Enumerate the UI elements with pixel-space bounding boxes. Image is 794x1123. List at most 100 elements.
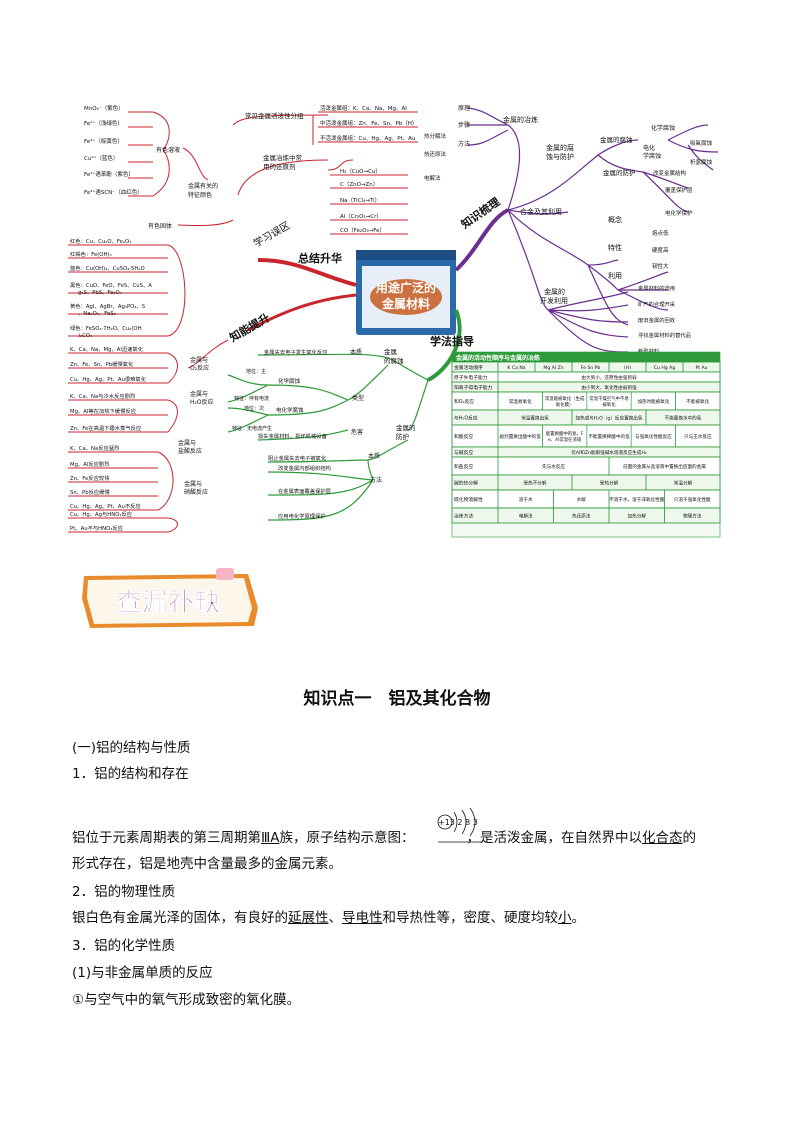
block-src: 阻止金属失去电子被氧化: [268, 454, 327, 462]
electro-hydrogen: 析氢腐蚀: [690, 158, 713, 166]
activity-item: 不活泼金属组：Cu、Hg、Ag、Pt、Au: [320, 134, 415, 142]
table-head-text: 与H₂O反应: [454, 415, 478, 422]
branch-knowledge-line: [454, 208, 510, 272]
method-small-item: 热分解法: [424, 132, 447, 140]
essence-label: 本质: [350, 348, 362, 356]
reduce-item: CO（Fe₂O₃→Fe）: [340, 227, 385, 234]
develop-item: 废旧金属的回收: [638, 316, 676, 324]
table-cell-text: 物理方法: [683, 513, 702, 520]
react-label-2: 硝酸反应: [184, 488, 208, 496]
atom-label: +13 2 8 3: [438, 818, 478, 827]
note-item: 地位：主: [246, 368, 266, 375]
react-label-1: 金属与: [190, 390, 208, 398]
way-label: 方法: [370, 476, 382, 484]
note-item: 特征：伴有电流: [234, 395, 269, 402]
table-cell-text: Pt Au: [695, 365, 707, 371]
table-cell-text: 不能被氧化: [686, 398, 709, 405]
protect-item: 电化学保护: [665, 209, 693, 217]
table-cell-text: 常温易氧化: [509, 398, 532, 405]
table-head-text: 金属活动顺序: [454, 364, 483, 371]
para-2: 银白色有金属光泽的固体，有良好的延展性、导电性和导热性等，密度、硬度均较小。: [72, 906, 585, 926]
corrode-electro-1: 电化: [643, 144, 655, 152]
p1-text-d: ，是活泼金属，在自然界中以: [466, 830, 643, 846]
table-cell-text: 仅Al和Zn能跟强碱水溶液反应生成H₂: [571, 449, 647, 456]
use-label: 利用: [608, 271, 622, 280]
p2-sep: 、: [328, 910, 343, 926]
table-cell-text: 加热分解: [628, 513, 647, 520]
left-color-item: MnO₄⁻（紫色）: [84, 104, 124, 112]
table-head-text: 碱的热分解: [454, 480, 478, 487]
table-cell-text: 常温能被氧化（生成: [545, 395, 585, 402]
feature-item: 硬度高: [652, 246, 669, 254]
table-cell-text: Fe Sn Pb: [581, 365, 601, 371]
table-cell-text: 常温分解: [674, 480, 693, 487]
left-colors-title: 有色溶液: [156, 146, 180, 154]
smelt-steps: 步骤: [458, 121, 470, 129]
react-item: Sn、Pb反应缓慢: [70, 488, 110, 496]
table-cell-text-cont: e、Al常温在浓硝: [548, 436, 582, 443]
react-label-2: 盐酸反应: [178, 447, 202, 455]
table-row: [451, 424, 721, 448]
corrosion-center-1: 金属: [384, 347, 397, 356]
reduce-list: H₂（CuO→Cu）C（ZnO→Zn）Na（TiCl₄→Ti）Al（Cr₂O₃→…: [340, 168, 385, 234]
banner-text: 查漏补缺: [116, 588, 221, 618]
table-head-text: 阳离子得电子能力: [454, 384, 493, 391]
activity-title: 常见金属活泼性分组: [245, 111, 304, 120]
protect-item: 改变金属结构: [653, 169, 687, 177]
method-small-item: 热还原法: [424, 150, 447, 158]
way-item: 在金属表面覆盖保护层: [278, 487, 331, 495]
react-item: K、Ca、Na、Mg、Al迅速氧化: [70, 345, 144, 353]
para-1-cont: 形式存在，铝是地壳中含量最多的金属元素。: [72, 856, 342, 872]
method-small-item: 电解法: [424, 174, 441, 182]
banner-clip: [216, 568, 234, 580]
table-cell-text: 溶于水: [519, 496, 533, 503]
center-title-line2: 金属材料: [381, 296, 430, 311]
feature-item: 韧性大: [652, 262, 669, 270]
table-cell-text: 由小到大，氧化性由弱到强: [581, 384, 637, 391]
table-cell-text: 水解: [577, 496, 587, 503]
metal-colors-label-2: 特征颜色: [188, 191, 212, 199]
corrosion-label-2: 蚀与防护: [546, 152, 574, 161]
table-cell-text: 与强氧化性酸反应: [635, 433, 672, 440]
table-cell-text: 只溶于强氧化性酸: [674, 496, 711, 503]
reduce-title-1: 金属冶炼中常: [263, 153, 302, 162]
para-1: 铝位于元素周期表的第三周期第ⅢA族，原子结构示意图：，是活泼金属，在自然界中以化…: [72, 826, 696, 846]
react-item: Cu、Hg、Ag、Pt、Au很难氧化: [70, 375, 147, 383]
table-cell-text: 常温干燥空气中不易: [589, 395, 629, 402]
feature-item: 熔点低: [652, 229, 669, 237]
atom-svg: +13 2 8 3: [437, 807, 482, 843]
branch-ability-line: [247, 293, 357, 332]
protect-item: 覆盖保护层: [665, 186, 693, 194]
chem-corrosion: 化学腐蚀: [278, 377, 301, 385]
table-cell-text-cont: 被氧化: [602, 401, 616, 408]
table-cell-text: 加热时能被氧化: [637, 398, 670, 405]
table-cell-text: 常温置换出氢: [521, 415, 549, 422]
solid-item: 蓝色：Cu(OH)₂、CuSO₄·5H₂O: [70, 264, 145, 272]
solid-item-cont: g₂S、PbS、Fe₃O₄: [78, 290, 122, 296]
banner-svg: 查漏补缺: [82, 568, 258, 628]
branch-summary-line: [257, 258, 357, 287]
react-item: Cu、Hg、Ag与HNO₃反应: [70, 510, 133, 518]
reduce-item: Na（TiCl₄→Ti）: [340, 197, 380, 204]
left-color-item: Fe²⁺（浅绿色）: [84, 119, 123, 127]
sub2-heading: 2．铝的物理性质: [72, 884, 176, 900]
left-color-item: Cu²⁺（蓝色）: [84, 154, 118, 162]
table-cell-text: 能置换酸中的氢，F: [546, 430, 584, 437]
smelt-method: 方法: [458, 140, 470, 148]
table-title: 金属的活动性顺序与金属的冶炼: [455, 354, 540, 362]
solid-item: 红色：Cu、Cu₂O、Fe₂O₃: [70, 237, 131, 245]
banner-inner: [87, 578, 252, 624]
solid-item: 黄色：AgI、AgBr、Ag₃PO₄、S: [70, 302, 146, 310]
corrosion-center-2: 的腐蚀: [384, 356, 404, 365]
react-item: Cu、Hg、Ag、Pt、Au不反应: [70, 502, 141, 510]
activity-item: 中活泼金属组：Zn、Fe、Sn、Pb（H）: [320, 119, 417, 127]
center-card-top: [356, 250, 456, 260]
reduce-title-2: 用的还原剂: [263, 162, 296, 171]
harm-src: 损失金属材料，损坏机械设备: [258, 432, 328, 440]
type-label: 类型: [352, 394, 364, 402]
atom-shells: [453, 807, 476, 837]
corrode-label: 金属的腐蚀: [600, 135, 633, 144]
mind-map: 用途广泛的 金属材料 总结升华 学习误区 知能提升 知识梳理 学法指导 MnO₄…: [68, 100, 728, 542]
react-item: Mg、Al反应剧烈: [70, 460, 110, 468]
